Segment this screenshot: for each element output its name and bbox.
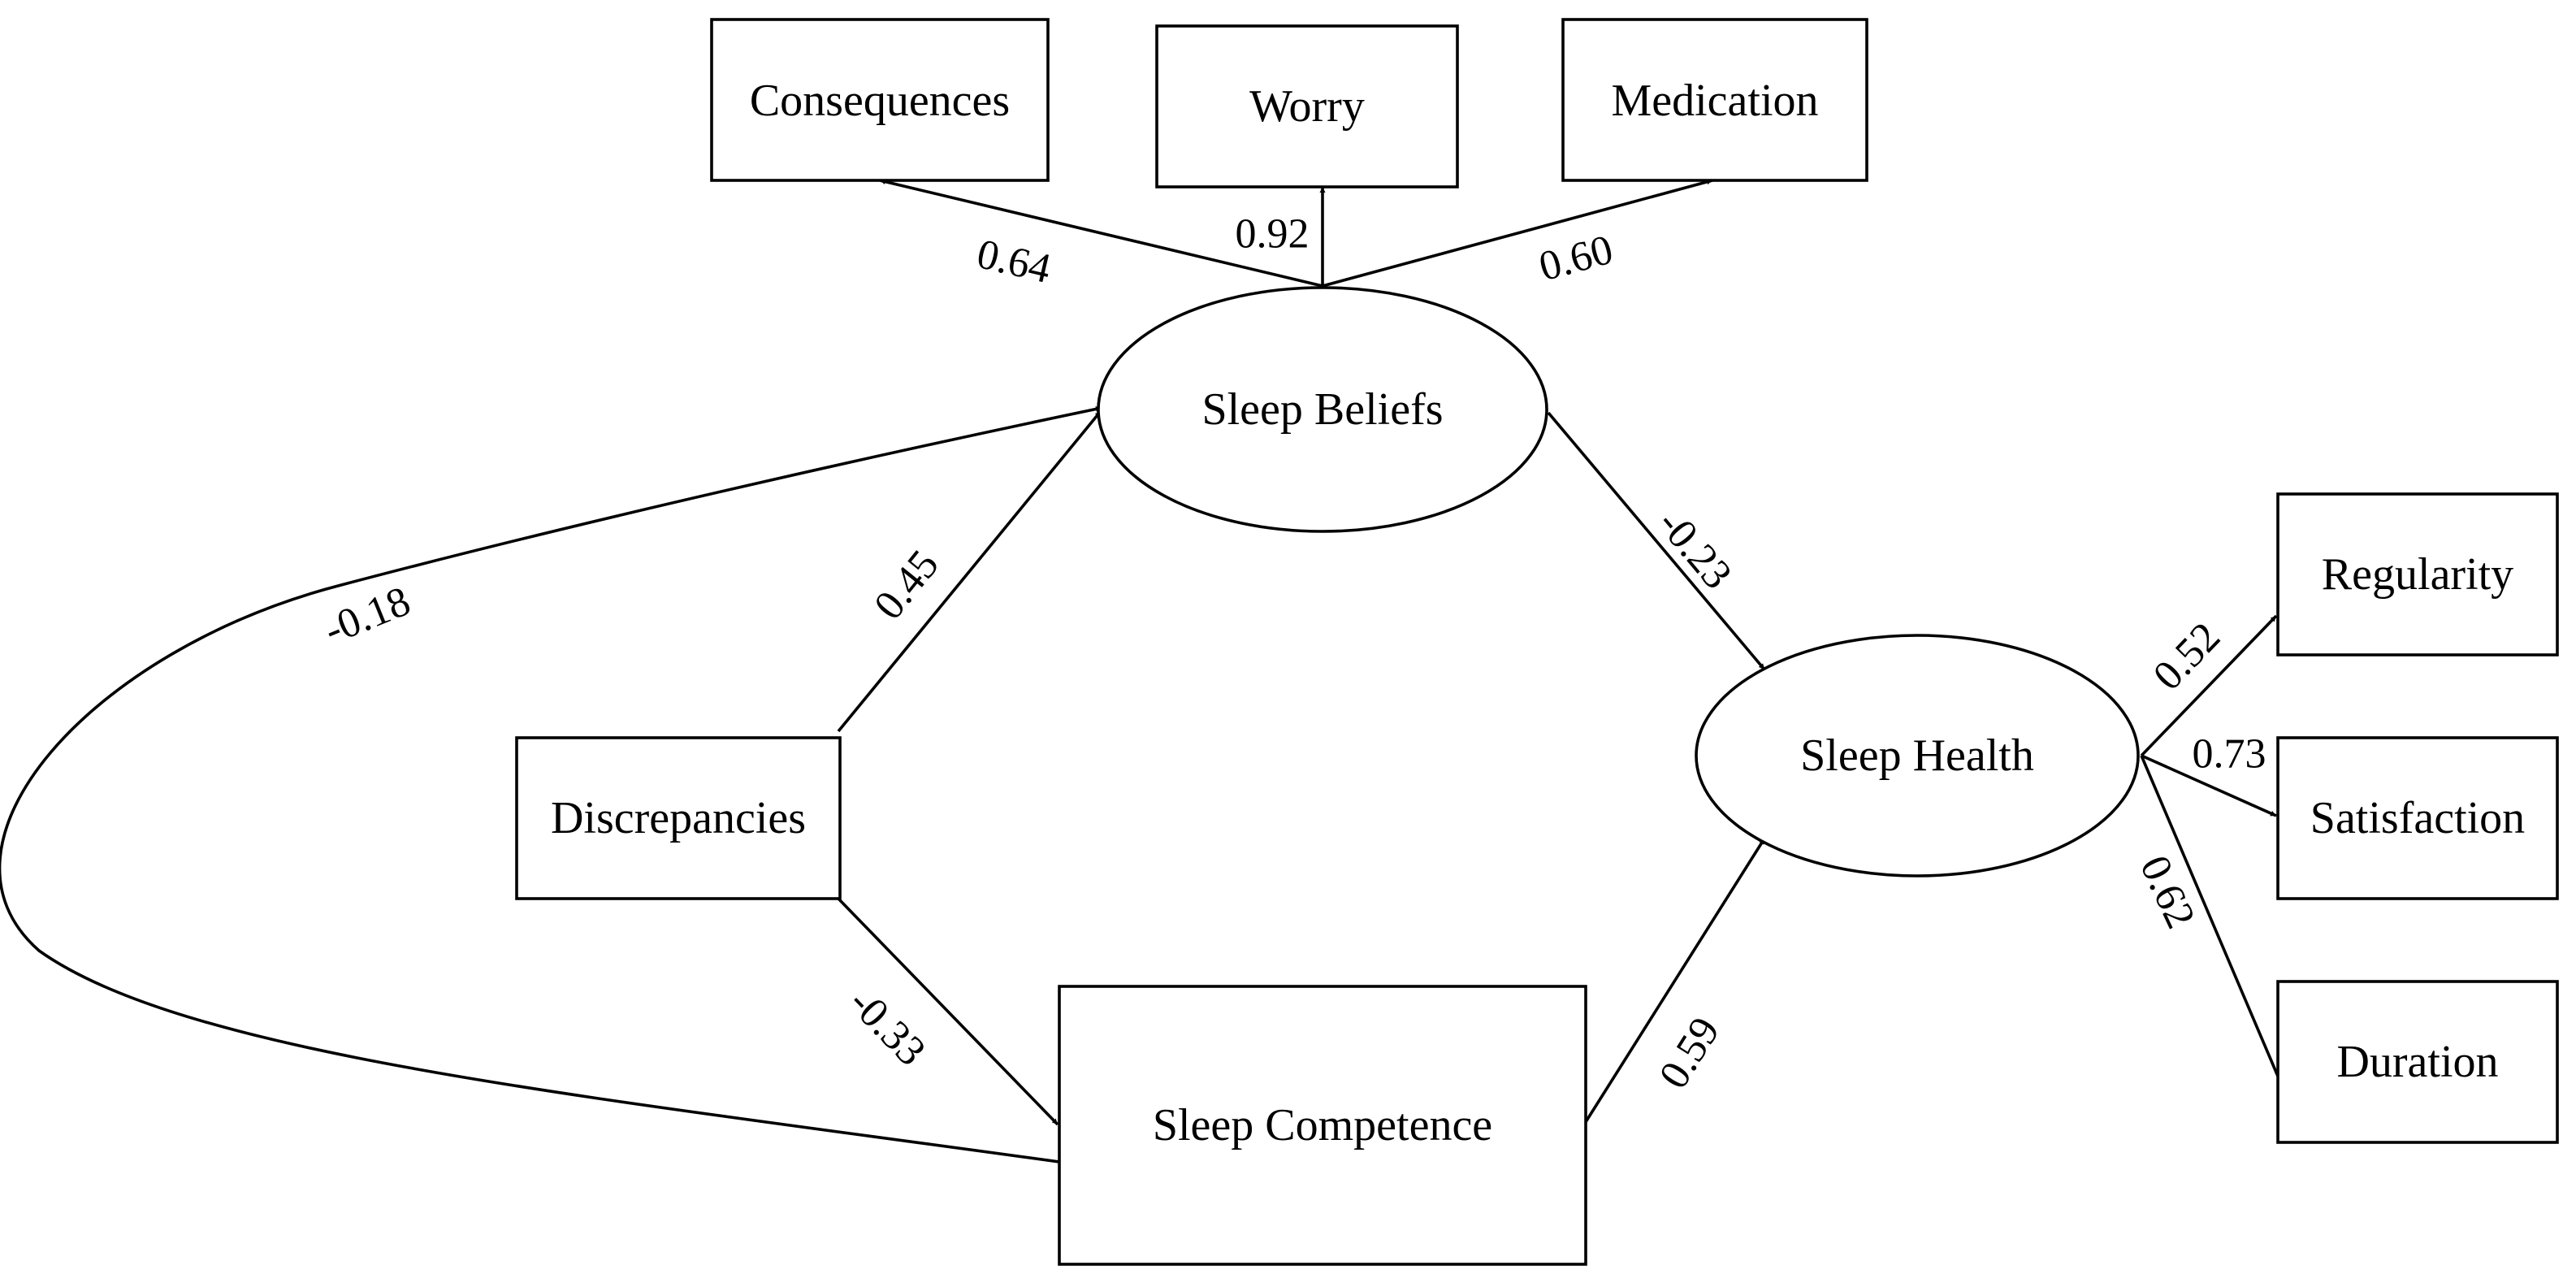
edge-discrepancies-to-beliefs xyxy=(837,410,1102,733)
edge-beliefs-to-medication xyxy=(1322,179,1713,288)
coef-beliefs-consequences: 0.64 xyxy=(972,231,1054,292)
regularity-box: Regularity xyxy=(2276,492,2559,656)
edge-beliefs-to-consequences xyxy=(879,179,1323,288)
edge-health-to-regularity xyxy=(2140,614,2278,757)
duration-label: Duration xyxy=(2336,1037,2498,1087)
duration-box: Duration xyxy=(2276,980,2559,1144)
consequences-label: Consequences xyxy=(750,76,1010,126)
edge-health-to-duration xyxy=(2140,755,2283,1085)
coef-discrepancies-beliefs: 0.45 xyxy=(865,542,948,629)
coef-competence-beliefs: -0.18 xyxy=(318,578,417,653)
edge-health-to-satisfaction xyxy=(2141,754,2277,817)
coef-discrepancies-competence: -0.33 xyxy=(840,979,934,1075)
coef-health-duration: 0.62 xyxy=(2131,849,2204,936)
regularity-label: Regularity xyxy=(2322,549,2513,600)
sleep-competence-box: Sleep Competence xyxy=(1058,985,1587,1266)
sleep-beliefs-ellipse: Sleep Beliefs xyxy=(1097,286,1548,533)
medication-label: Medication xyxy=(1611,76,1818,126)
coef-competence-health: 0.59 xyxy=(1651,1009,1730,1096)
edge-discrepancies-to-competence xyxy=(837,897,1059,1126)
consequences-box: Consequences xyxy=(710,18,1050,182)
discrepancies-label: Discrepancies xyxy=(551,793,806,843)
worry-box: Worry xyxy=(1155,24,1459,188)
sleep-beliefs-label: Sleep Beliefs xyxy=(1201,384,1443,435)
discrepancies-box: Discrepancies xyxy=(515,736,842,900)
sleep-health-label: Sleep Health xyxy=(1800,730,2034,781)
worry-label: Worry xyxy=(1249,81,1365,132)
edge-competence-to-health xyxy=(1582,838,1766,1125)
edge-beliefs-to-health xyxy=(1547,411,1766,671)
edge-competence-to-beliefs-curved xyxy=(0,406,1102,1165)
sleep-health-ellipse: Sleep Health xyxy=(1695,634,2140,878)
coef-beliefs-medication: 0.60 xyxy=(1535,227,1618,291)
coef-health-satisfaction: 0.73 xyxy=(2193,731,2266,778)
coef-beliefs-worry: 0.92 xyxy=(1236,211,1310,258)
satisfaction-box: Satisfaction xyxy=(2276,736,2559,900)
medication-box: Medication xyxy=(1561,18,1868,182)
sleep-competence-label: Sleep Competence xyxy=(1153,1100,1492,1150)
satisfaction-label: Satisfaction xyxy=(2310,793,2525,843)
coef-health-regularity: 0.52 xyxy=(2145,613,2229,699)
edges xyxy=(0,179,2283,1165)
